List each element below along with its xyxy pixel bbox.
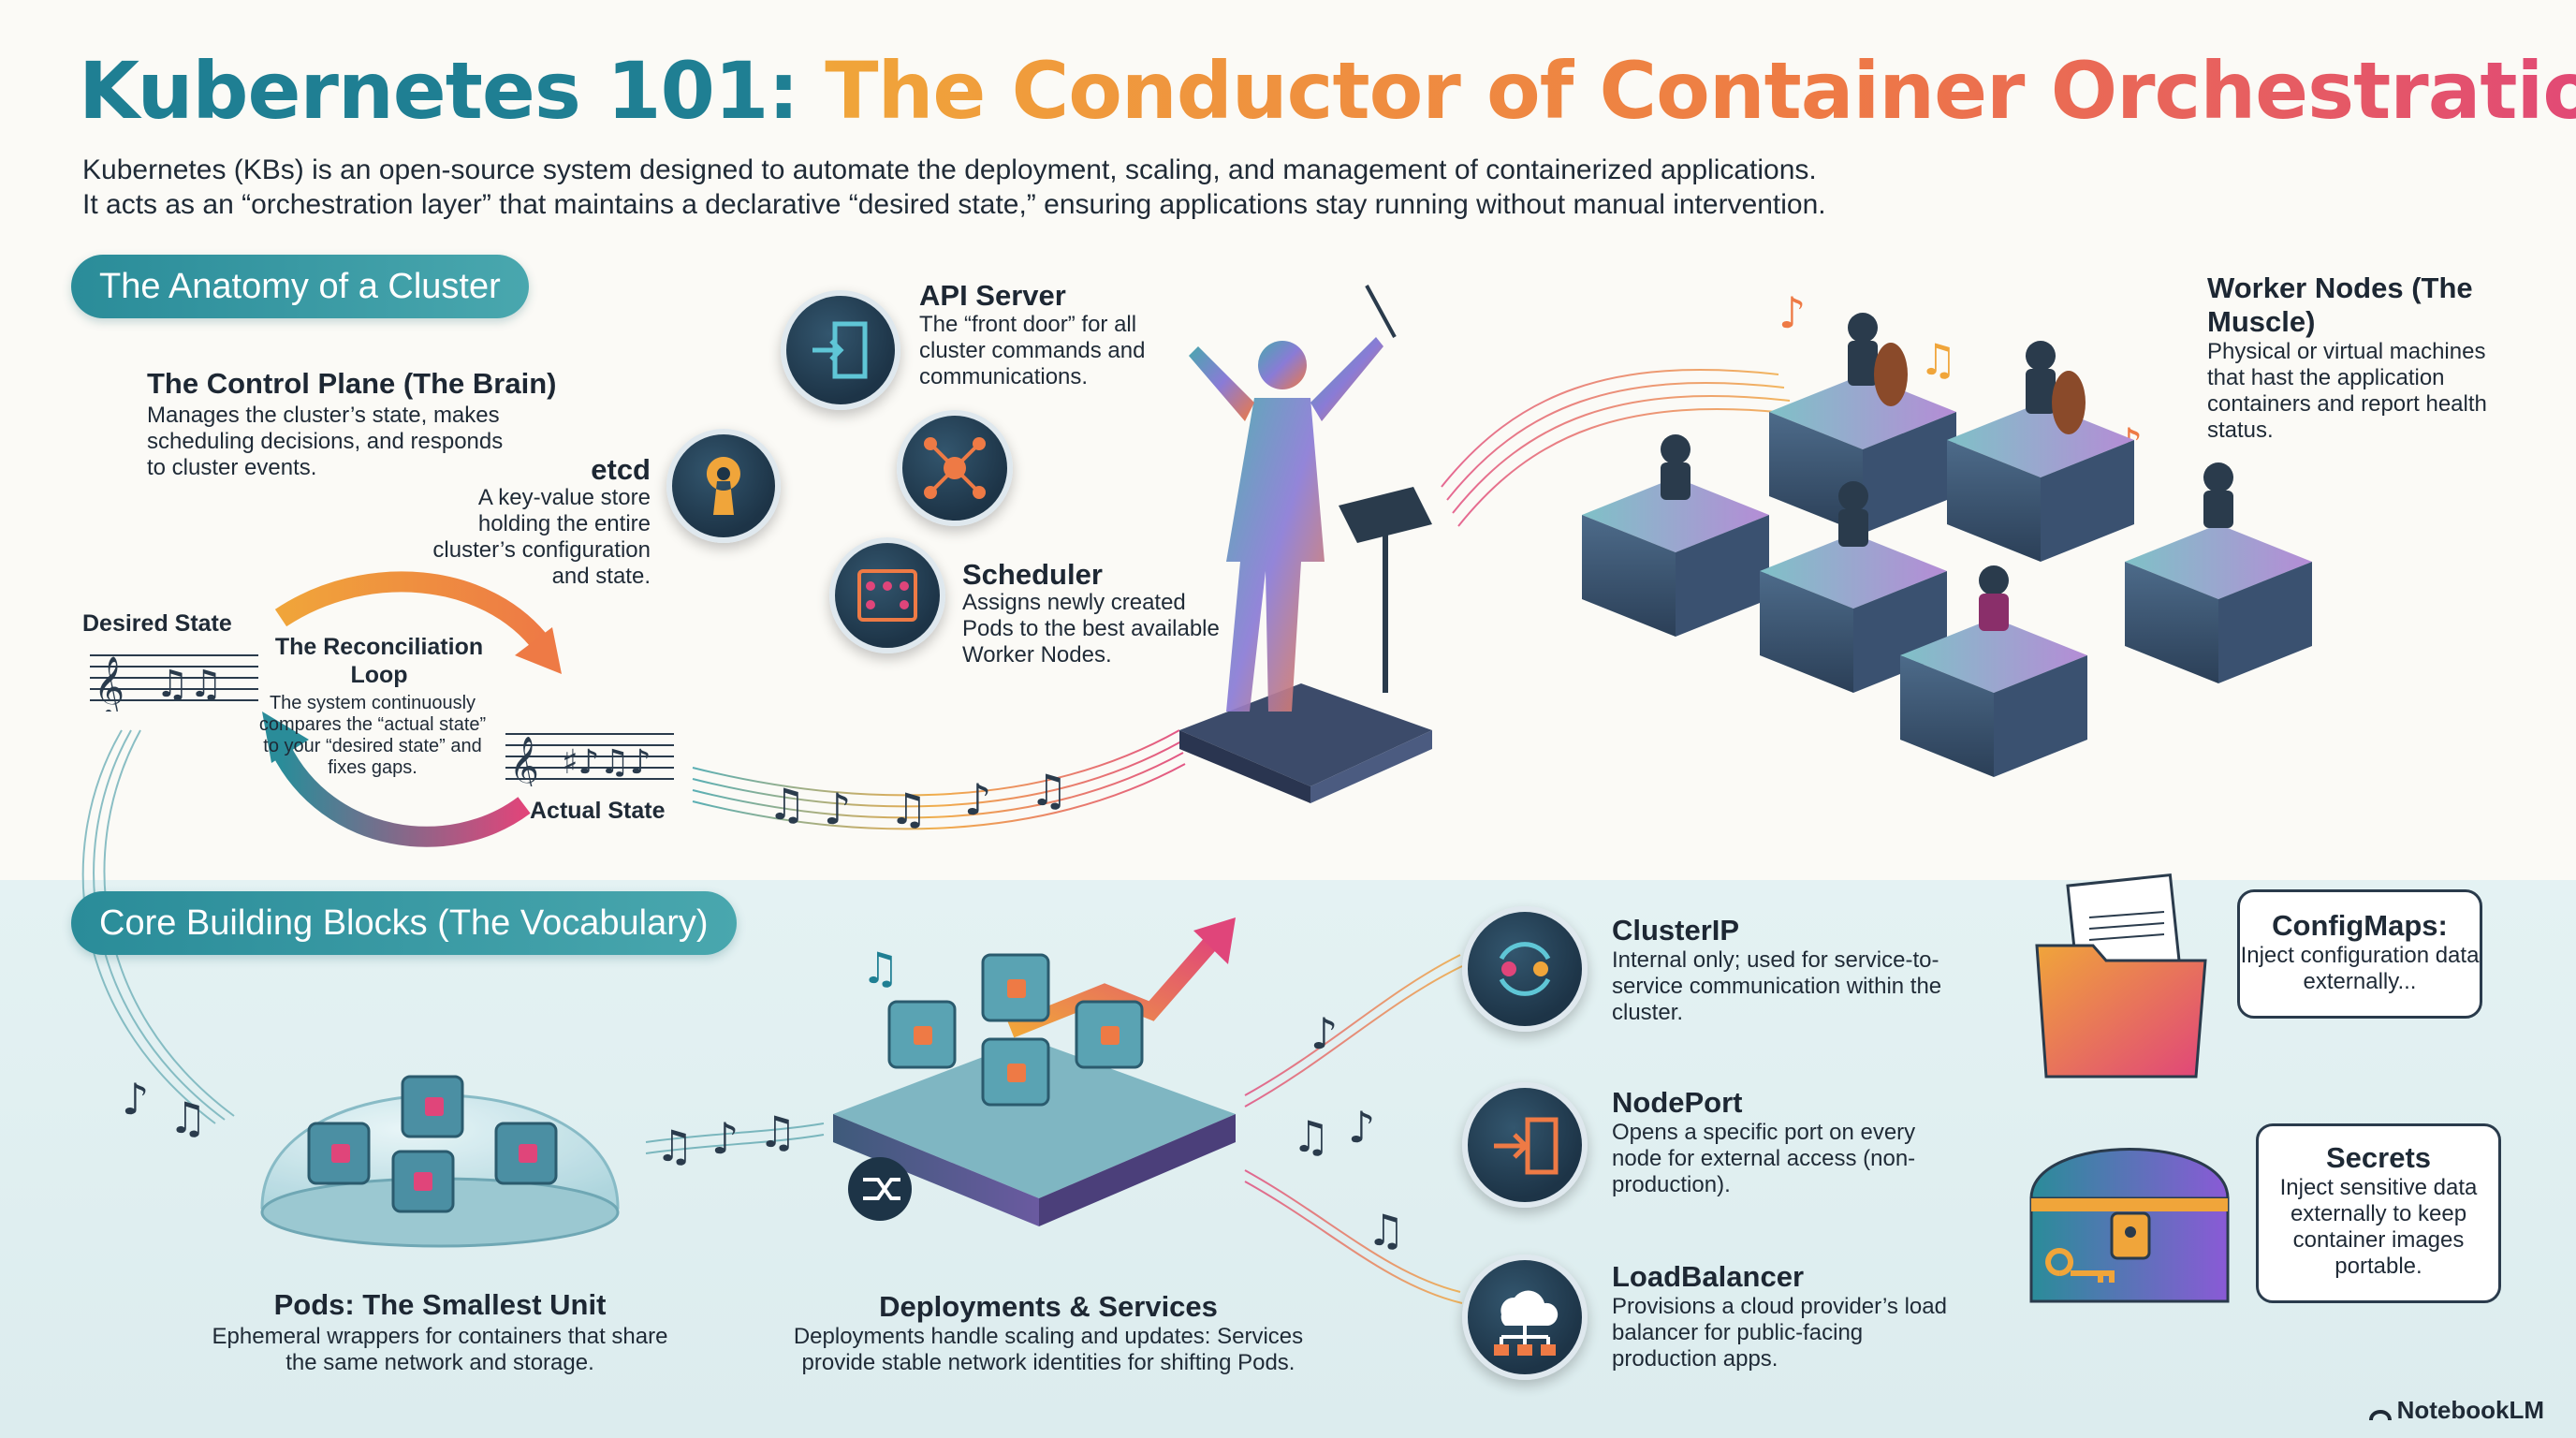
server-block	[1769, 374, 1956, 534]
svg-text:♯♪♫♪: ♯♪♫♪	[562, 743, 651, 782]
svg-text:♪: ♪	[1310, 1008, 1338, 1059]
deployments-title: Deployments & Services	[879, 1290, 1218, 1323]
notebooklm-icon	[2368, 1410, 2392, 1421]
desired-state-label: Desired State	[82, 610, 232, 637]
page-title: Kubernetes 101: The Conductor of Contain…	[79, 45, 2576, 137]
secrets-desc: Inject sensitive data externally to keep…	[2279, 1175, 2478, 1279]
cluster-ip-title: ClusterIP	[1612, 914, 1740, 946]
svg-text:♫: ♫	[1030, 765, 1068, 815]
actual-state-label: Actual State	[530, 798, 666, 824]
brand-label: NotebookLM	[2396, 1396, 2544, 1424]
node-port-title: NodePort	[1612, 1086, 1743, 1119]
api-server-door-icon	[781, 290, 900, 410]
server-block	[1947, 403, 2134, 562]
svg-text:♪: ♪	[711, 1113, 739, 1164]
server-block	[1760, 534, 1947, 693]
etcd-desc: A key-value store holding the entire clu…	[432, 485, 651, 589]
secrets-bubble: Secrets Inject sensitive data externally…	[2256, 1123, 2501, 1303]
svg-text:♪: ♪	[1778, 287, 1806, 338]
configmaps-bubble: ConfigMaps: Inject configuration data ex…	[2237, 889, 2482, 1019]
worker-nodes-illustration	[1582, 313, 2312, 777]
server-block	[2125, 524, 2312, 683]
secrets-title: Secrets	[2325, 1141, 2432, 1174]
etcd-title: etcd	[591, 453, 651, 486]
svg-text:♪: ♪	[964, 774, 991, 825]
conductor-illustration	[1179, 285, 1432, 803]
worker-nodes-desc: Physical or virtual machines that hast t…	[2207, 339, 2487, 443]
svg-text:♫: ♫	[758, 1107, 797, 1157]
node-port-door-icon	[1462, 1082, 1588, 1208]
scheduler-title: Scheduler	[962, 558, 1103, 591]
intro-text: Kubernetes (KBs) is an open-source syste…	[82, 153, 2235, 222]
cluster-ip-icon	[1462, 906, 1588, 1032]
reconciliation-desc: The system continuously compares the “ac…	[258, 693, 487, 778]
svg-text:♫: ♫	[1919, 334, 1957, 385]
scheduler-desc: Assigns newly created Pods to the best a…	[962, 590, 1220, 668]
svg-text:♫: ♫	[861, 943, 900, 993]
pods-dome-illustration	[260, 1075, 620, 1248]
svg-text:♪: ♪	[122, 1074, 149, 1124]
reconciliation-loop-arrows	[262, 571, 562, 847]
deployments-desc: Deployments handle scaling and updates: …	[793, 1324, 1304, 1375]
control-plane-title: The Control Plane (The Brain)	[147, 367, 557, 400]
api-server-title: API Server	[919, 279, 1066, 312]
load-balancer-title: LoadBalancer	[1612, 1260, 1805, 1293]
svg-text:♪: ♪	[1348, 1102, 1375, 1152]
svg-text:♫♫: ♫♫	[155, 663, 223, 706]
svg-text:♫: ♫	[655, 1121, 694, 1171]
control-plane-desc: Manages the cluster’s state, makes sched…	[147, 403, 504, 480]
svg-text:♪: ♪	[824, 784, 851, 834]
actual-state-staff: 𝄞 ♯♪♫♪	[505, 733, 674, 786]
api-server-desc: The “front door” for all cluster command…	[919, 312, 1146, 389]
hub-network-icon	[897, 410, 1013, 526]
intro-line-1: Kubernetes (KBs) is an open-source syste…	[82, 154, 1817, 185]
svg-text:♫: ♫	[1367, 1205, 1405, 1255]
svg-text:𝄞: 𝄞	[509, 736, 539, 786]
server-block	[1900, 618, 2087, 777]
desired-state-staff: 𝄞 ♫♫	[90, 654, 258, 712]
configmaps-folder-icon	[2035, 873, 2207, 1078]
intro-line-2: It acts as an “orchestration layer” that…	[82, 189, 1826, 220]
svg-text:♫: ♫	[768, 779, 806, 829]
scheduler-icon	[829, 537, 945, 653]
etcd-key-icon	[666, 429, 781, 543]
configmaps-title: ConfigMaps:	[2272, 909, 2448, 942]
cluster-ip-desc: Internal only; used for service-to-servi…	[1612, 947, 1942, 1025]
svg-text:♫: ♫	[889, 784, 928, 834]
node-port-desc: Opens a specific port on every node for …	[1612, 1120, 1916, 1197]
load-balancer-cloud-icon	[1462, 1255, 1588, 1380]
svg-text:𝄞: 𝄞	[94, 656, 124, 712]
notebooklm-logo: NotebookLM	[2368, 1396, 2544, 1425]
svg-text:♫: ♫	[168, 1093, 207, 1143]
deployments-illustration	[833, 917, 1236, 1226]
pods-title: Pods: The Smallest Unit	[273, 1288, 607, 1321]
worker-nodes-title: Worker Nodes (The Muscle)	[2207, 271, 2473, 338]
svg-text:♫: ♫	[1292, 1111, 1330, 1162]
configmaps-desc: Inject configuration data externally...	[2240, 943, 2480, 994]
pods-desc: Ephemeral wrappers for containers that s…	[212, 1324, 668, 1375]
load-balancer-desc: Provisions a cloud provider’s load balan…	[1612, 1294, 1947, 1372]
section-building-blocks: Core Building Blocks (The Vocabulary)	[71, 891, 737, 955]
reconciliation-title: The Reconciliation Loop	[274, 634, 484, 688]
secrets-chest-icon	[2029, 1148, 2230, 1303]
server-block	[1582, 477, 1769, 637]
section-anatomy: The Anatomy of a Cluster	[71, 255, 529, 318]
